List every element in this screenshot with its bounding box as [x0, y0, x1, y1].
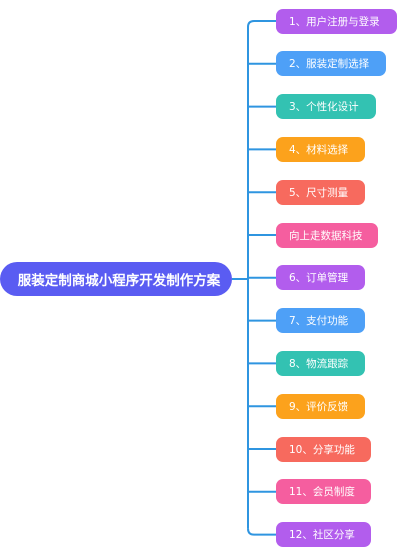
branch-topic-label: 7、支付功能 — [289, 315, 349, 328]
branch-topic[interactable]: 12、社区分享 — [276, 522, 371, 548]
branch-topic-label: 3、个性化设计 — [289, 101, 359, 114]
branch-connector — [247, 528, 276, 536]
branch-topic-label: 5、尺寸测量 — [289, 186, 349, 199]
branch-topic-label: 向上走数据科技 — [289, 229, 363, 242]
branch-topic-label: 8、物流跟踪 — [289, 357, 349, 370]
branch-topic[interactable]: 1、用户注册与登录 — [276, 8, 397, 34]
root-topic[interactable]: 服装定制商城小程序开发制作方案 — [0, 262, 232, 296]
branch-topic[interactable]: 10、分享功能 — [276, 436, 371, 462]
branch-topic[interactable]: 11、会员制度 — [276, 479, 371, 505]
branch-topic-label: 2、服装定制选择 — [289, 58, 370, 71]
branch-topic[interactable]: 5、尺寸测量 — [276, 179, 365, 205]
branch-topic-label: 9、评价反馈 — [289, 400, 349, 413]
branch-topic-label: 12、社区分享 — [289, 529, 355, 542]
branch-topic-label: 4、材料选择 — [289, 143, 349, 156]
branch-topic[interactable]: 2、服装定制选择 — [276, 51, 386, 77]
branch-topic[interactable]: 8、物流跟踪 — [276, 350, 365, 376]
branch-topic[interactable]: 4、材料选择 — [276, 136, 365, 162]
branch-topic[interactable]: 7、支付功能 — [276, 308, 365, 334]
branch-topic[interactable]: 6、订单管理 — [276, 265, 365, 291]
branch-topic-label: 6、订单管理 — [289, 272, 349, 285]
branch-topic-label: 11、会员制度 — [289, 486, 355, 499]
branch-topic-label: 1、用户注册与登录 — [289, 15, 380, 28]
branch-topic[interactable]: 向上走数据科技 — [276, 222, 378, 248]
branch-connector — [247, 20, 276, 28]
branch-topic[interactable]: 9、评价反馈 — [276, 393, 365, 419]
branch-topic[interactable]: 3、个性化设计 — [276, 94, 376, 120]
branch-topic-label: 10、分享功能 — [289, 443, 355, 456]
root-topic-label: 服装定制商城小程序开发制作方案 — [17, 273, 221, 289]
